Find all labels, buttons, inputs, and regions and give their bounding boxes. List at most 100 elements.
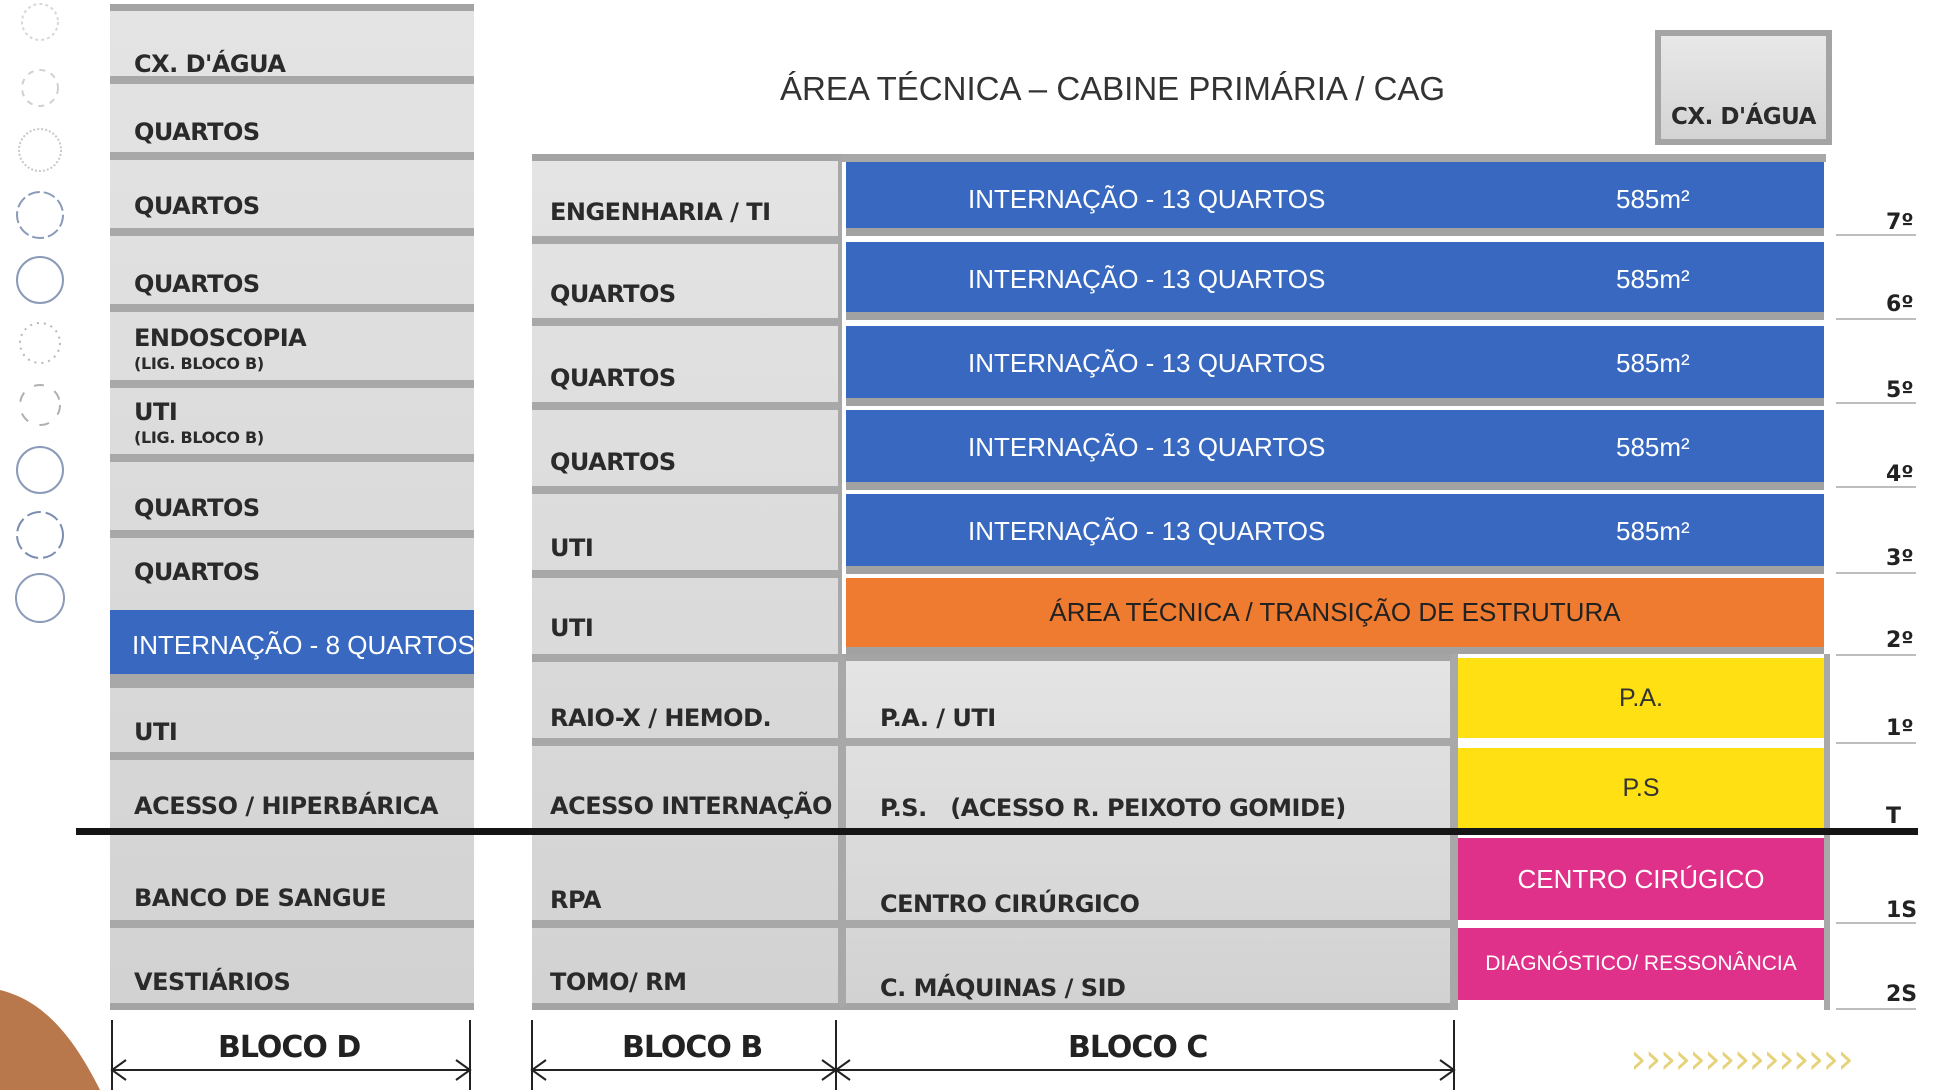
area-label: 585m² — [1616, 264, 1690, 294]
bloco-d-divider — [110, 530, 474, 538]
bloco-d-divider — [110, 380, 474, 388]
floor-label: 1º — [1886, 716, 1914, 741]
floor-line — [1836, 234, 1916, 236]
bloco-d-floor-endoscopia: ENDOSCOPIA (LIG. BLOCO B) — [134, 324, 307, 373]
bloco-b-divider — [532, 236, 842, 244]
page-title: ÁREA TÉCNICA – CABINE PRIMÁRIA / CAG — [780, 70, 1446, 107]
bloco-b-floor-label: ACESSO INTERNAÇÃO — [550, 792, 832, 820]
bloco-c-top-border — [842, 154, 1826, 162]
bloco-c-floor-label: P.S. (ACESSO R. PEIXOTO GOMIDE) — [880, 794, 1346, 822]
bloco-d-divider — [110, 76, 474, 84]
bloco-d-floor-label: ACESSO / HIPERBÁRICA — [134, 792, 438, 820]
bloco-c-floor-5: INTERNAÇÃO - 13 QUARTOS 585m² — [846, 326, 1824, 406]
decorative-chevrons: ››››››››››››››› — [1630, 1034, 1854, 1083]
bloco-b-floor-label: TOMO/ RM — [550, 968, 687, 996]
roof-water-tank-label: CX. D'ÁGUA — [1671, 104, 1816, 130]
bloco-d-divider — [110, 228, 474, 236]
bloco-d-floor-label: BANCO DE SANGUE — [134, 884, 387, 912]
bloco-b-divider — [532, 738, 842, 746]
internacao-label: INTERNAÇÃO - 13 QUARTOS — [968, 516, 1326, 546]
bloco-d-divider — [110, 752, 474, 760]
block-dimension-lines — [110, 1020, 1456, 1090]
bloco-c-floor-7: INTERNAÇÃO - 13 QUARTOS 585m² — [846, 162, 1824, 236]
floor-line — [1836, 402, 1916, 404]
internacao-label: INTERNAÇÃO - 13 QUARTOS — [968, 264, 1326, 294]
floor-line — [1836, 742, 1916, 744]
bloco-b-divider — [532, 402, 842, 410]
internacao-label: INTERNAÇÃO - 13 QUARTOS — [968, 432, 1326, 462]
bloco-d-floor-note: (LIG. BLOCO B) — [134, 354, 264, 373]
floor-line — [1836, 654, 1916, 656]
bloco-b-floor-label: QUARTOS — [550, 364, 676, 392]
bloco-d-floor-note: (LIG. BLOCO B) — [134, 428, 264, 447]
floor-label: 2º — [1886, 628, 1914, 653]
bloco-b-floor-label: QUARTOS — [550, 280, 676, 308]
floor-label: 6º — [1886, 292, 1914, 317]
floor-label: 2S — [1886, 982, 1918, 1007]
bloco-d-floor-label: QUARTOS — [134, 494, 260, 522]
floor-label: 7º — [1886, 210, 1914, 235]
floor-line — [1836, 572, 1916, 574]
bloco-d-column — [110, 4, 474, 1010]
bloco-b-divider — [532, 570, 842, 578]
bloco-d-floor-label: QUARTOS — [134, 558, 260, 586]
bloco-b-divider — [532, 920, 842, 928]
bloco-b-floor-label: RAIO-X / HEMOD. — [550, 704, 772, 732]
roof-water-tank: CX. D'ÁGUA — [1655, 30, 1832, 145]
area-label: 585m² — [1616, 348, 1690, 378]
bloco-b-column — [532, 154, 842, 1010]
bloco-b-floor-label: QUARTOS — [550, 448, 676, 476]
bloco-d-divider — [110, 304, 474, 312]
bloco-d-floor-label: CX. D'ÁGUA — [134, 50, 286, 78]
bloco-c-divider — [842, 920, 1454, 928]
decorative-hand — [0, 990, 100, 1090]
pa-block: P.A. — [1458, 658, 1824, 738]
floor-label: 5º — [1886, 378, 1914, 403]
bloco-c-floor-2-transition: ÁREA TÉCNICA / TRANSIÇÃO DE ESTRUTURA — [846, 578, 1824, 654]
internacao-label: INTERNAÇÃO - 13 QUARTOS — [968, 348, 1326, 378]
bloco-d-divider — [110, 454, 474, 462]
floor-line — [1836, 486, 1916, 488]
bloco-d-floor-uti: UTI (LIG. BLOCO B) — [134, 398, 264, 447]
bloco-b-divider — [532, 654, 842, 662]
bloco-b-floor-label: ENGENHARIA / TI — [550, 198, 771, 226]
bloco-d-floor-label: UTI — [134, 718, 178, 746]
bloco-c-floor-label: C. MÁQUINAS / SID — [880, 974, 1126, 1002]
bloco-d-label: BLOCO D — [218, 1030, 361, 1065]
floor-label: 1S — [1886, 898, 1918, 923]
floor-label: T — [1886, 804, 1902, 829]
floor-line — [1836, 922, 1916, 924]
floor-label: 4º — [1886, 462, 1914, 487]
floor-label: 3º — [1886, 546, 1914, 571]
bloco-c-label: BLOCO C — [1068, 1030, 1208, 1065]
bloco-b-floor-label: RPA — [550, 886, 601, 914]
bloco-d-floor-label: UTI — [134, 398, 178, 426]
floor-line — [1836, 318, 1916, 320]
bloco-b-floor-label: UTI — [550, 614, 594, 642]
bloco-b-divider — [532, 318, 842, 326]
bloco-c-floor-label: CENTRO CIRÚRGICO — [880, 890, 1140, 918]
ps-block: P.S — [1458, 748, 1824, 834]
bloco-d-divider — [110, 152, 474, 160]
bloco-c-floor-4: INTERNAÇÃO - 13 QUARTOS 585m² — [846, 410, 1824, 490]
bloco-b-divider — [532, 486, 842, 494]
bloco-b-label: BLOCO B — [622, 1030, 763, 1065]
area-label: 585m² — [1616, 184, 1690, 214]
area-label: 585m² — [1616, 516, 1690, 546]
bloco-c-floor-3: INTERNAÇÃO - 13 QUARTOS 585m² — [846, 494, 1824, 574]
floor-line — [1836, 1008, 1916, 1010]
decorative-circles — [15, 3, 65, 623]
bloco-d-floor-label: QUARTOS — [134, 270, 260, 298]
bloco-c-floor-label: P.A. / UTI — [880, 704, 996, 732]
internacao-label: INTERNAÇÃO - 13 QUARTOS — [968, 184, 1326, 214]
bloco-d-floor-label: ENDOSCOPIA — [134, 324, 307, 352]
bloco-d-internacao-8-quartos: INTERNAÇÃO - 8 QUARTOS — [110, 610, 475, 680]
diagnostico-block: DIAGNÓSTICO/ RESSONÂNCIA — [1458, 928, 1824, 1000]
bloco-b-floor-label: UTI — [550, 534, 594, 562]
bloco-d-internacao-label: INTERNAÇÃO - 8 QUARTOS — [132, 630, 475, 660]
area-label: 585m² — [1616, 432, 1690, 462]
bloco-d-divider — [110, 920, 474, 928]
bloco-d-divider — [110, 680, 474, 688]
ground-line — [76, 828, 1918, 835]
bloco-d-floor-label: VESTIÁRIOS — [134, 968, 291, 996]
